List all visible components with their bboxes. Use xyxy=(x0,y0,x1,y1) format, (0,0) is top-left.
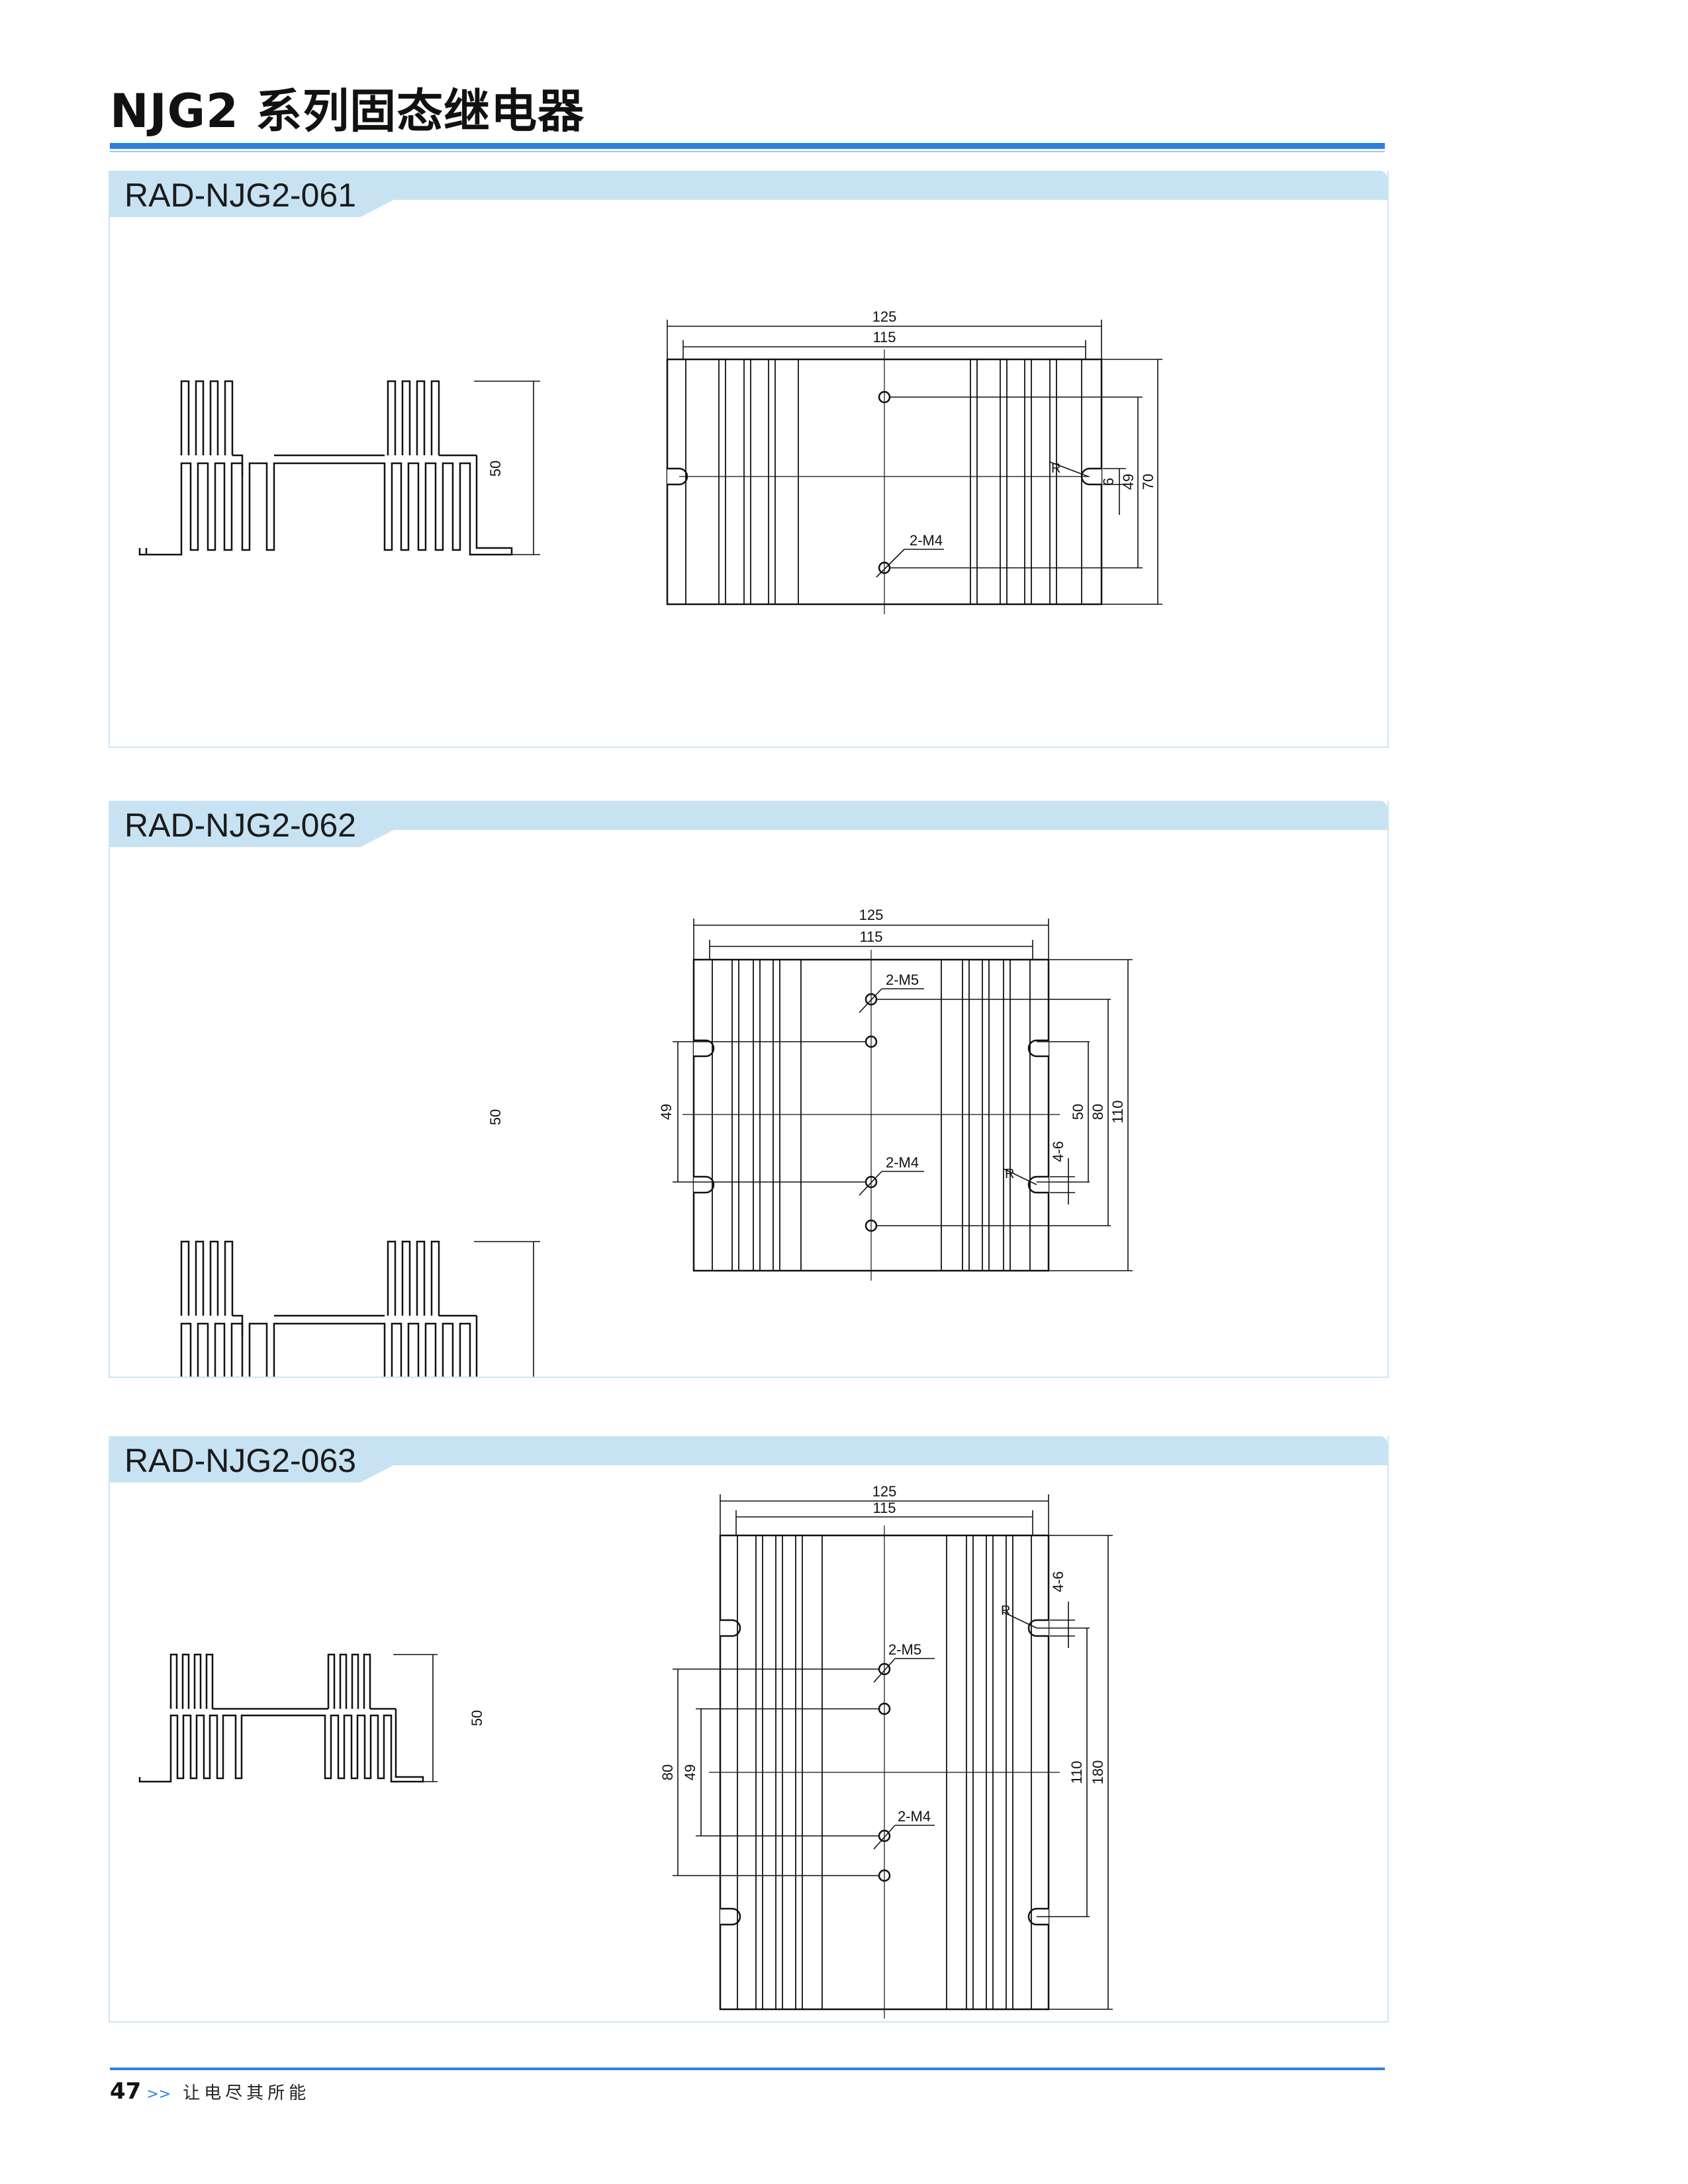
section-rad-njg2-061: RAD-NJG2-061 50 xyxy=(109,171,1389,748)
hole-span-label: 115 xyxy=(872,1500,896,1516)
hole-span-label: 115 xyxy=(872,329,896,345)
mount-hole-label-top: 2-M5 xyxy=(886,972,919,988)
top-view-dimensions xyxy=(673,919,1133,1271)
dim-left-49: 49 xyxy=(658,1104,675,1120)
section-title: RAD-NJG2-061 xyxy=(124,177,357,214)
section-title: RAD-NJG2-063 xyxy=(124,1442,357,1479)
footer-rule xyxy=(110,2068,1385,2070)
profile-height-dim xyxy=(393,1654,438,1782)
hole-span-label: 115 xyxy=(859,929,882,945)
dim-left-80: 80 xyxy=(659,1764,676,1780)
dim-left-49: 49 xyxy=(682,1764,698,1780)
heatsink-top-view xyxy=(666,349,1143,614)
heatsink-profile xyxy=(138,380,513,556)
top-view-dimensions xyxy=(667,320,1162,605)
slot-radius-label: R xyxy=(1001,1604,1010,1618)
mount-hole-label-bottom: 2-M4 xyxy=(886,1154,919,1171)
chevron-icon: >> xyxy=(146,2086,171,2103)
dim-4-6: 4-6 xyxy=(1050,1571,1066,1592)
section-rad-njg2-063: RAD-NJG2-063 50 xyxy=(109,1436,1389,2023)
dim-180: 180 xyxy=(1090,1760,1106,1785)
dim-49: 49 xyxy=(1120,474,1137,490)
section-header-tab xyxy=(110,1436,395,1482)
section-header-tab xyxy=(110,801,395,847)
overall-width-label: 125 xyxy=(872,308,897,325)
dim-110: 110 xyxy=(1109,1100,1126,1123)
mount-hole-label-top: 2-M5 xyxy=(888,1641,921,1658)
dim-70: 70 xyxy=(1140,474,1156,490)
heatsink-profile xyxy=(180,1240,540,1377)
dim-50: 50 xyxy=(1070,1104,1086,1120)
heatsink-top-view xyxy=(673,1525,1090,2019)
title-rule-accent xyxy=(110,151,1385,152)
vertical-dim-labels: 49 4-6 50 80 110 xyxy=(658,1100,1126,1161)
dim-50: 50 xyxy=(487,1109,504,1125)
overall-width-label: 125 xyxy=(859,907,884,923)
heatsink-drawing-062: 50 xyxy=(180,907,1133,1377)
dim-50: 50 xyxy=(469,1710,485,1726)
mount-hole-label-bottom: 2-M4 xyxy=(898,1808,931,1825)
top-view-dimensions xyxy=(677,1494,1113,2010)
section-title: RAD-NJG2-062 xyxy=(124,807,357,844)
heatsink-drawing-063: 50 xyxy=(138,1483,1113,2019)
page-number: 47 xyxy=(110,2078,142,2105)
footer: 47>> 让电尽其所能 xyxy=(110,2078,310,2105)
heatsink-top-view xyxy=(682,950,1111,1281)
dim-6: 6 xyxy=(1100,478,1117,486)
dim-4-6: 4-6 xyxy=(1050,1141,1066,1162)
overall-width-label: 125 xyxy=(872,1483,897,1500)
vertical-dim-labels: 80 49 4-6 110 180 xyxy=(659,1571,1106,1784)
dim-110: 110 xyxy=(1068,1760,1085,1784)
slot-radius-label: R xyxy=(1005,1167,1014,1181)
title-rule xyxy=(110,143,1385,149)
page-title: NJG2 系列固态继电器 xyxy=(110,84,585,138)
section-rad-njg2-062: RAD-NJG2-062 50 xyxy=(109,801,1389,1378)
heatsink-profile xyxy=(138,1653,424,1783)
section-header-tab xyxy=(110,171,395,217)
vertical-dim-labels: 50 6 49 70 xyxy=(487,461,1156,490)
mount-hole-label: 2-M4 xyxy=(910,532,943,549)
profile-height-dim xyxy=(474,381,540,555)
slot-radius-label: R xyxy=(1051,461,1060,476)
dim-50: 50 xyxy=(487,461,504,477)
heatsink-drawing-061: 50 xyxy=(138,308,1162,614)
dim-80: 80 xyxy=(1090,1104,1106,1120)
footer-slogan: 让电尽其所能 xyxy=(183,2083,310,2103)
